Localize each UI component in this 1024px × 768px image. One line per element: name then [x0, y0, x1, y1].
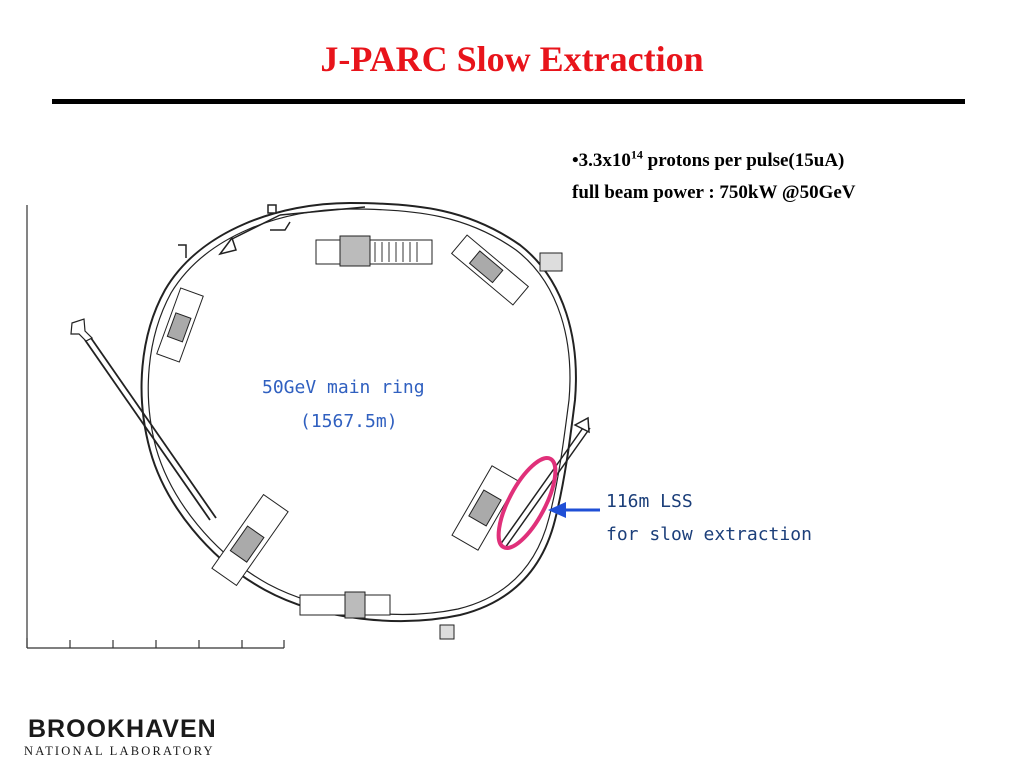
- facility-buildings: [156, 234, 563, 640]
- abort-line: [178, 204, 366, 258]
- bullet-line-1-exponent: 14: [630, 147, 643, 162]
- brookhaven-logo: BROOKHAVEN NATIONAL LABORATORY: [24, 715, 244, 765]
- lss-pointer-arrow: [548, 502, 600, 518]
- lss-highlight: [496, 456, 558, 550]
- bullet-text: •3.3x1014 protons per pulse(15uA) full b…: [572, 145, 856, 209]
- bullet-line-1: •3.3x1014 protons per pulse(15uA): [572, 145, 856, 177]
- ring-label-line1: 50GeV main ring: [262, 377, 425, 398]
- bullet-line-1-suffix: protons per pulse(15uA): [642, 150, 845, 171]
- logo-name: BROOKHAVEN: [28, 715, 217, 743]
- slide-title: J-PARC Slow Extraction: [320, 39, 704, 79]
- ring-label-line2: (1567.5m): [300, 411, 398, 432]
- extraction-line: [499, 416, 591, 549]
- bullet-line-1-prefix: •3.3x10: [572, 150, 631, 171]
- main-ring: [140, 201, 577, 622]
- title-divider: [52, 99, 965, 104]
- lss-label-line1: 116m LSS: [606, 491, 693, 512]
- bullet-line-2: full beam power : 750kW @50GeV: [572, 182, 856, 203]
- injection-line: [70, 318, 217, 521]
- scale-ruler: [26, 205, 285, 649]
- lss-label-line2: for slow extraction: [606, 524, 812, 545]
- logo-subtitle: NATIONAL LABORATORY: [24, 744, 215, 758]
